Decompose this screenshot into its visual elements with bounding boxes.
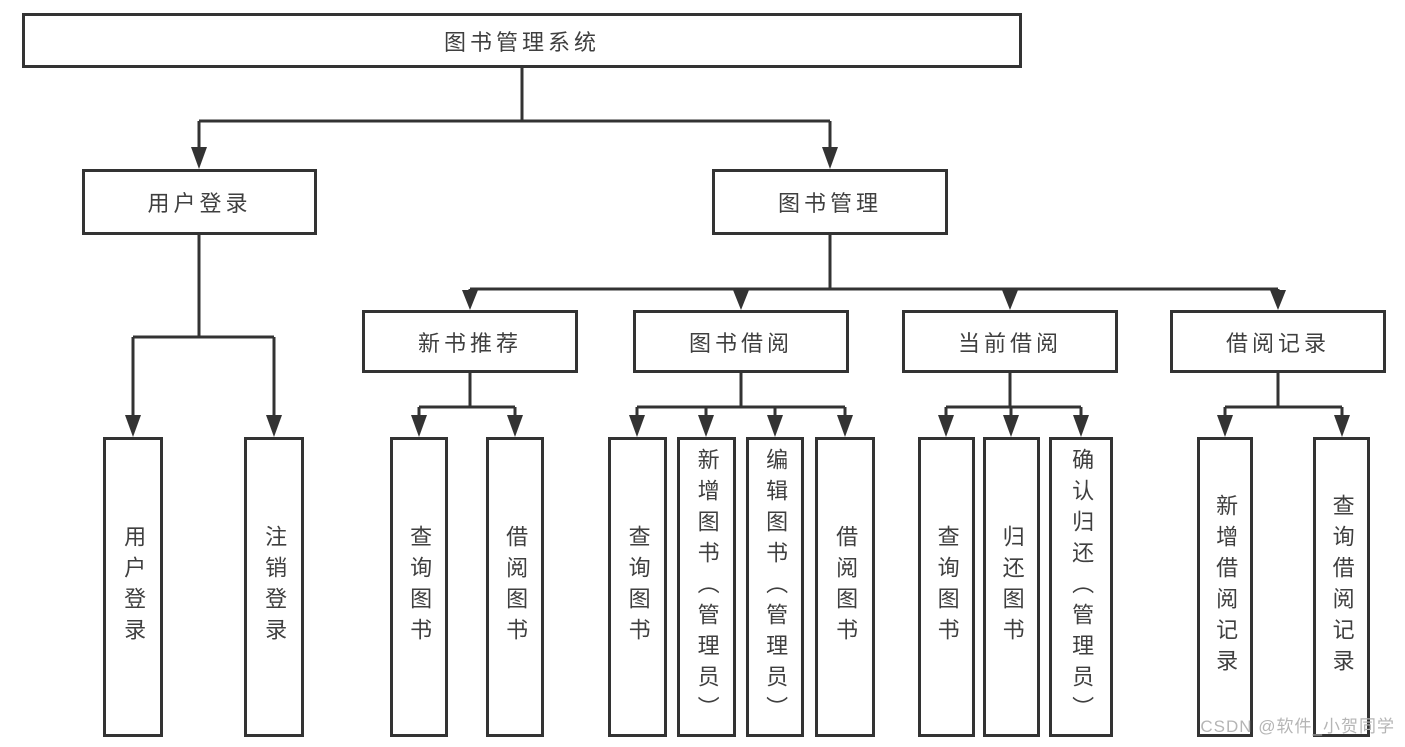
- leaf-recommend-query-books: 查询图书: [390, 437, 448, 737]
- leaf-logout: 注销登录: [244, 437, 304, 737]
- leaf-current-confirm-return-admin: 确认归还（管理员）: [1049, 437, 1113, 737]
- node-library-management-system: 图书管理系统: [22, 13, 1022, 68]
- leaf-borrowing-add-books-admin: 新增图书（管理员）: [677, 437, 736, 737]
- node-book-management: 图书管理: [712, 169, 948, 235]
- node-current-borrowing: 当前借阅: [902, 310, 1118, 373]
- node-new-book-recommend: 新书推荐: [362, 310, 578, 373]
- csdn-watermark: CSDN @软件_小贺同学: [1200, 717, 1395, 736]
- leaf-recommend-borrow-books: 借阅图书: [486, 437, 544, 737]
- leaf-current-return-books: 归还图书: [983, 437, 1040, 737]
- leaf-borrowing-query-books: 查询图书: [608, 437, 667, 737]
- leaf-borrowing-borrow-books: 借阅图书: [815, 437, 875, 737]
- node-borrowing-records: 借阅记录: [1170, 310, 1386, 373]
- leaf-user-login: 用户登录: [103, 437, 163, 737]
- leaf-records-query-record: 查询借阅记录: [1313, 437, 1370, 737]
- leaf-current-query-books: 查询图书: [918, 437, 975, 737]
- node-user-login: 用户登录: [82, 169, 317, 235]
- leaf-records-add-record: 新增借阅记录: [1197, 437, 1253, 737]
- node-book-borrowing: 图书借阅: [633, 310, 849, 373]
- leaf-borrowing-edit-books-admin: 编辑图书（管理员）: [746, 437, 804, 737]
